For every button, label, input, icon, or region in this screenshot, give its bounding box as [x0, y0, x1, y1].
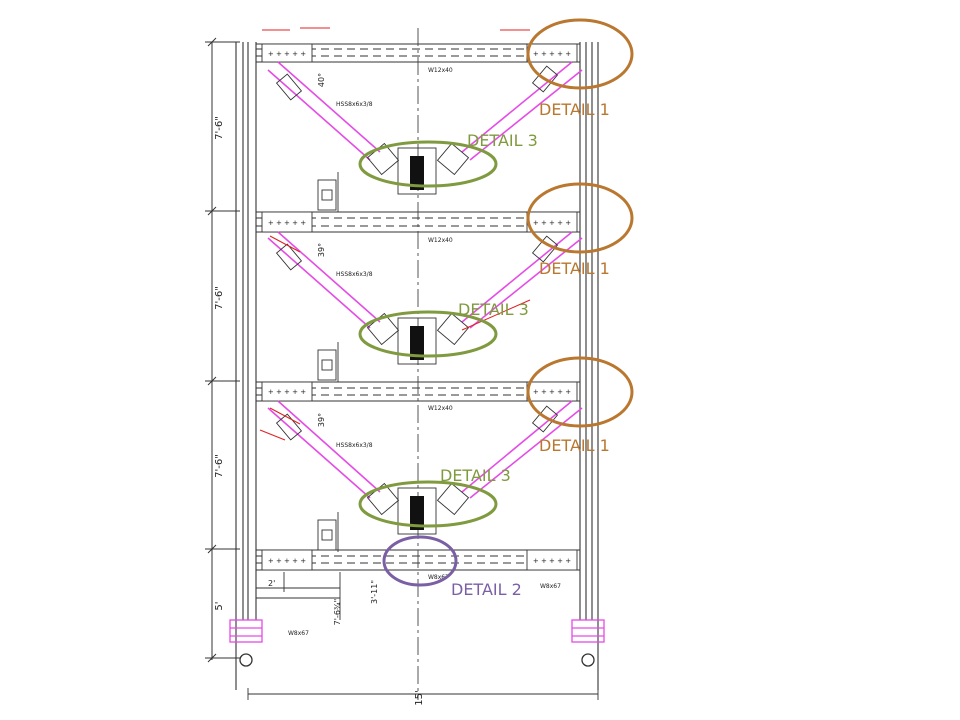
- detail-1-label-bottom: DETAIL 1: [539, 436, 610, 455]
- story-2-dimension: 7'-6": [214, 286, 225, 310]
- brace-label-2: HSS8x6x3/8: [336, 271, 373, 278]
- svg-text:+ + + + +: + + + + +: [268, 219, 306, 227]
- right-column: [579, 42, 599, 690]
- detail-2-callout: [382, 535, 458, 587]
- detail-3-callout-top: [358, 140, 498, 188]
- detail-1-callout-middle: [526, 182, 634, 254]
- left-column: [235, 42, 257, 690]
- detail-1-label-top: DETAIL 1: [539, 100, 610, 119]
- detail-3-callout-bottom: [358, 480, 498, 528]
- detail-3-label-middle: DETAIL 3: [458, 300, 529, 319]
- svg-text:+ + + + +: + + + + +: [533, 50, 571, 58]
- brace-angle-2: 39°: [317, 243, 326, 257]
- bolt-marks: + + + + + + + + + + + + + + + + + + + + …: [268, 50, 571, 565]
- hanger-assemblies: [317, 172, 339, 552]
- dim-2ft: 2': [268, 579, 275, 588]
- svg-text:+ + + + +: + + + + +: [268, 557, 306, 565]
- story-1-dimension: 7'-6": [214, 116, 225, 140]
- overall-width-dimension: 15': [414, 690, 425, 705]
- beam-label-4: W8x67: [428, 574, 449, 581]
- detail-2-label: DETAIL 2: [451, 580, 522, 599]
- svg-text:+ + + + +: + + + + +: [268, 50, 306, 58]
- brace-label-3: HSS8x6x3/8: [336, 442, 373, 449]
- detail-3-callout-middle: [358, 310, 498, 358]
- column-label-left: W8x67: [288, 630, 309, 637]
- weld-annotations: [259, 27, 531, 441]
- dim-3ft: 3'-11": [370, 580, 379, 604]
- left-dimension-chain: [205, 37, 240, 663]
- detail-1-callout-bottom: [526, 356, 634, 428]
- story-3-dimension: 7'-6": [214, 454, 225, 478]
- svg-text:+ + + + +: + + + + +: [533, 219, 571, 227]
- left-base-plate: [229, 619, 263, 667]
- brace-angle-1: 40°: [317, 73, 326, 87]
- beam-label-2: W12x40: [428, 237, 453, 244]
- dim-7ft: 7'-6¾": [333, 599, 342, 626]
- svg-text:+ + + + +: + + + + +: [268, 388, 306, 396]
- bottom-dimension-lines: [247, 572, 599, 700]
- center-hanger-blocks: [410, 156, 424, 530]
- brace-story-2: [267, 231, 583, 329]
- column-label-right: W8x67: [540, 583, 561, 590]
- svg-text:+ + + + +: + + + + +: [533, 388, 571, 396]
- detail-1-callout-top: [526, 18, 634, 90]
- detail-3-label-bottom: DETAIL 3: [440, 466, 511, 485]
- beam-end-connections: [261, 43, 578, 571]
- brace-angle-3: 39°: [317, 413, 326, 427]
- brace-label-1: HSS8x6x3/8: [336, 101, 373, 108]
- svg-text:+ + + + +: + + + + +: [533, 557, 571, 565]
- detail-3-label-top: DETAIL 3: [467, 131, 538, 150]
- detail-1-label-middle: DETAIL 1: [539, 259, 610, 278]
- right-base-plate: [571, 619, 605, 667]
- base-dimension: 5': [214, 601, 225, 610]
- beam-label-3: W12x40: [428, 405, 453, 412]
- beam-label-1: W12x40: [428, 67, 453, 74]
